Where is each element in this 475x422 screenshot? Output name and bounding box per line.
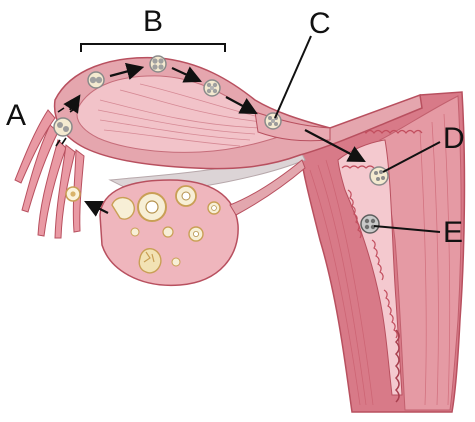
label-d: D [443, 122, 465, 155]
leader-d [382, 141, 441, 173]
arrow-b1 [109, 62, 145, 80]
eight-cell-embryo [203, 79, 221, 97]
cervical-canal [394, 329, 400, 403]
fimbria-flow-marks [55, 99, 77, 147]
fimbriae [14, 109, 85, 239]
implanting-blastocyst [360, 214, 380, 234]
morula [264, 112, 282, 130]
leader-e [373, 225, 441, 233]
label-b: B [143, 5, 163, 38]
uterus-front-face [379, 95, 462, 411]
label-a: A [6, 99, 26, 132]
embryo-stages [53, 55, 389, 234]
ovary [99, 159, 306, 287]
four-cell-embryo [149, 55, 167, 73]
label-c: C [309, 7, 331, 40]
ovulated-oocyte [65, 186, 81, 202]
arrow-c-to-d [304, 129, 366, 163]
leader-c [274, 35, 312, 119]
arrow-b2 [171, 66, 202, 83]
arrow-fimbria-capture [63, 94, 81, 114]
label-e: E [443, 216, 463, 249]
transport-arrows [63, 62, 366, 217]
ovarian-ligament [229, 159, 306, 216]
uterus [299, 91, 466, 413]
zygote [53, 117, 73, 137]
endometrium-edge [341, 165, 398, 339]
uterine-cavity [337, 139, 403, 396]
uterine-fundus-frill [357, 129, 423, 134]
ovarian-follicles [111, 185, 221, 274]
bracket-b [80, 43, 226, 52]
arrow-ovulation [84, 201, 109, 217]
two-cell-embryo [87, 71, 105, 89]
arrow-b3 [225, 96, 258, 115]
